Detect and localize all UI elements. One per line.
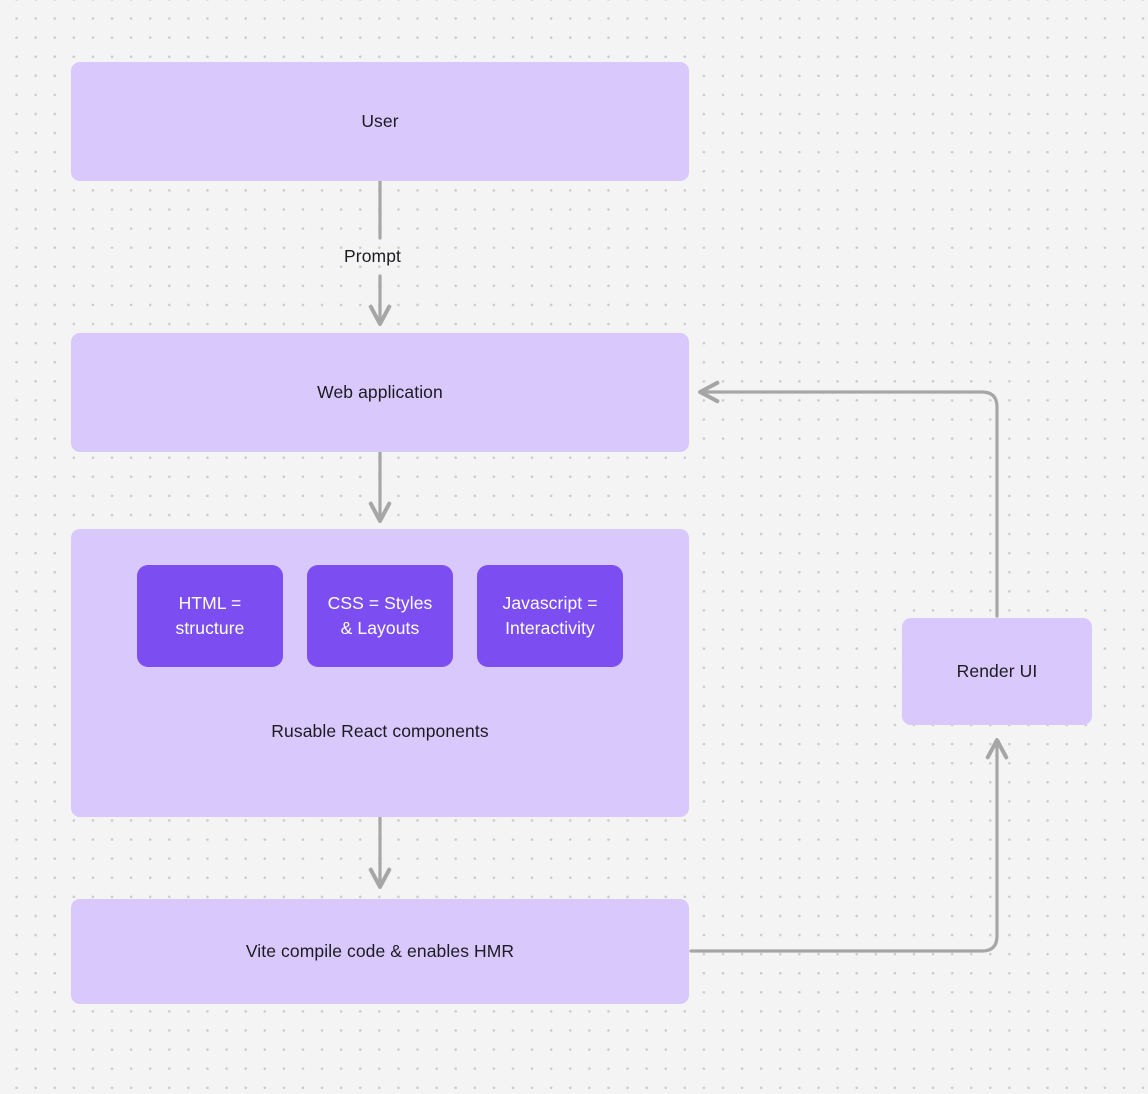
chip-css[interactable]: CSS = Styles & Layouts [307,565,453,667]
node-components-group[interactable]: HTML = structure CSS = Styles & Layouts … [71,529,689,817]
chip-javascript-line2: Interactivity [505,618,595,638]
chip-javascript-line1: Javascript = [502,592,598,613]
chip-html-line1: HTML = [178,592,242,613]
node-web-application-label: Web application [317,382,443,403]
node-user[interactable]: User [71,62,689,181]
node-vite-label: Vite compile code & enables HMR [245,941,515,962]
chip-javascript[interactable]: Javascript = Interactivity [477,565,623,667]
chip-css-line1: CSS = Styles [327,592,433,613]
node-web-application[interactable]: Web application [71,333,689,452]
node-render-ui-label: Render UI [956,661,1038,682]
node-vite[interactable]: Vite compile code & enables HMR [71,899,689,1004]
node-render-ui[interactable]: Render UI [902,618,1092,725]
components-group-caption-text: Rusable React components [271,721,489,741]
chip-html[interactable]: HTML = structure [137,565,283,667]
node-user-label: User [361,111,399,132]
edge-label-prompt: Prompt [344,246,401,267]
chip-html-line2: structure [175,618,245,638]
edge-vite-to-render [689,738,1009,953]
edge-label-prompt-text: Prompt [344,246,402,266]
components-group-caption: Rusable React components [71,719,689,743]
edge-render-to-web [698,380,999,618]
chip-css-line2: & Layouts [340,618,420,638]
